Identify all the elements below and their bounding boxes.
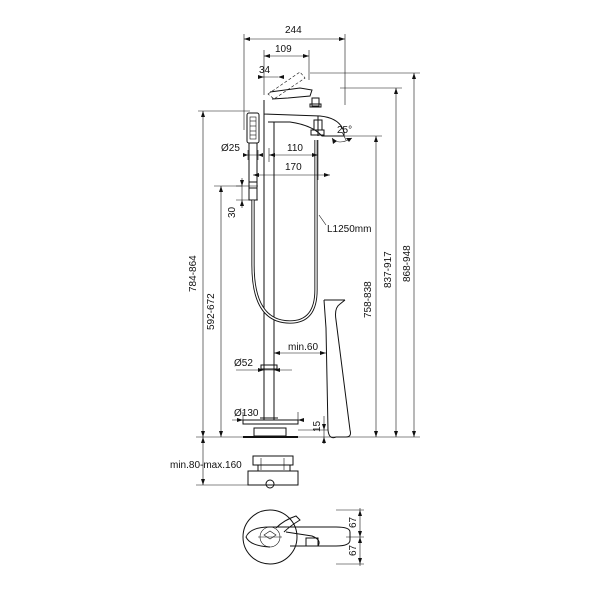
label-244: 244 [285, 25, 302, 36]
dimension-dia130: Ø130 [232, 408, 304, 424]
dimension-758-838: 758-838 [322, 135, 382, 437]
label-min60: min.60 [288, 342, 318, 353]
label-install-depth: min.80-max.160 [170, 460, 242, 471]
spout-body [263, 87, 345, 137]
dimension-30: 30 [227, 178, 258, 218]
label-758-838: 758-838 [363, 281, 374, 318]
dimension-109: 109 [263, 44, 310, 95]
dimension-install-depth: min.80-max.160 [170, 437, 248, 486]
bathtub-profile [323, 299, 351, 439]
label-dia25: Ø25 [221, 143, 240, 154]
dimension-592-672: 592-672 [206, 185, 242, 437]
spout-angle-25: 25° [331, 125, 353, 144]
dimension-868-948: 868-948 [310, 72, 420, 437]
label-868-948: 868-948 [402, 245, 413, 282]
dimension-min60: min.60 [274, 342, 326, 355]
label-hose-length: L1250mm [327, 224, 371, 235]
dimension-244: 244 [243, 25, 346, 130]
label-67-bottom: 67 [348, 544, 359, 556]
hand-shower [246, 112, 260, 201]
label-dia52: Ø52 [234, 358, 253, 369]
hose-length-callout: L1250mm [318, 214, 371, 235]
top-view: 67 67 [242, 508, 364, 566]
dimension-dia25: Ø25 [221, 143, 263, 160]
label-784-864: 784-864 [188, 255, 199, 292]
dimension-15: 15 [298, 416, 328, 444]
dimension-784-864: 784-864 [188, 110, 250, 437]
shower-hose [251, 140, 318, 324]
label-25deg: 25° [337, 125, 352, 136]
lever-open-position [267, 71, 306, 100]
label-15: 15 [312, 420, 323, 432]
label-170: 170 [285, 162, 302, 173]
dimension-170: 170 [253, 162, 330, 177]
label-109: 109 [275, 44, 292, 55]
dimension-110: 110 [268, 140, 319, 180]
label-592-672: 592-672 [206, 293, 217, 330]
main-column [260, 114, 278, 420]
label-34: 34 [259, 65, 271, 76]
base-plate [242, 419, 299, 438]
label-110: 110 [287, 143, 303, 154]
floor-valve-box [247, 455, 299, 489]
label-837-917: 837-917 [383, 251, 394, 288]
label-30: 30 [227, 206, 238, 218]
dimension-837-917: 837-917 [340, 87, 402, 437]
label-dia130: Ø130 [234, 408, 259, 419]
dimension-dia52: Ø52 [234, 358, 292, 372]
dimension-34: 34 [258, 65, 284, 79]
label-67-top: 67 [348, 516, 359, 528]
